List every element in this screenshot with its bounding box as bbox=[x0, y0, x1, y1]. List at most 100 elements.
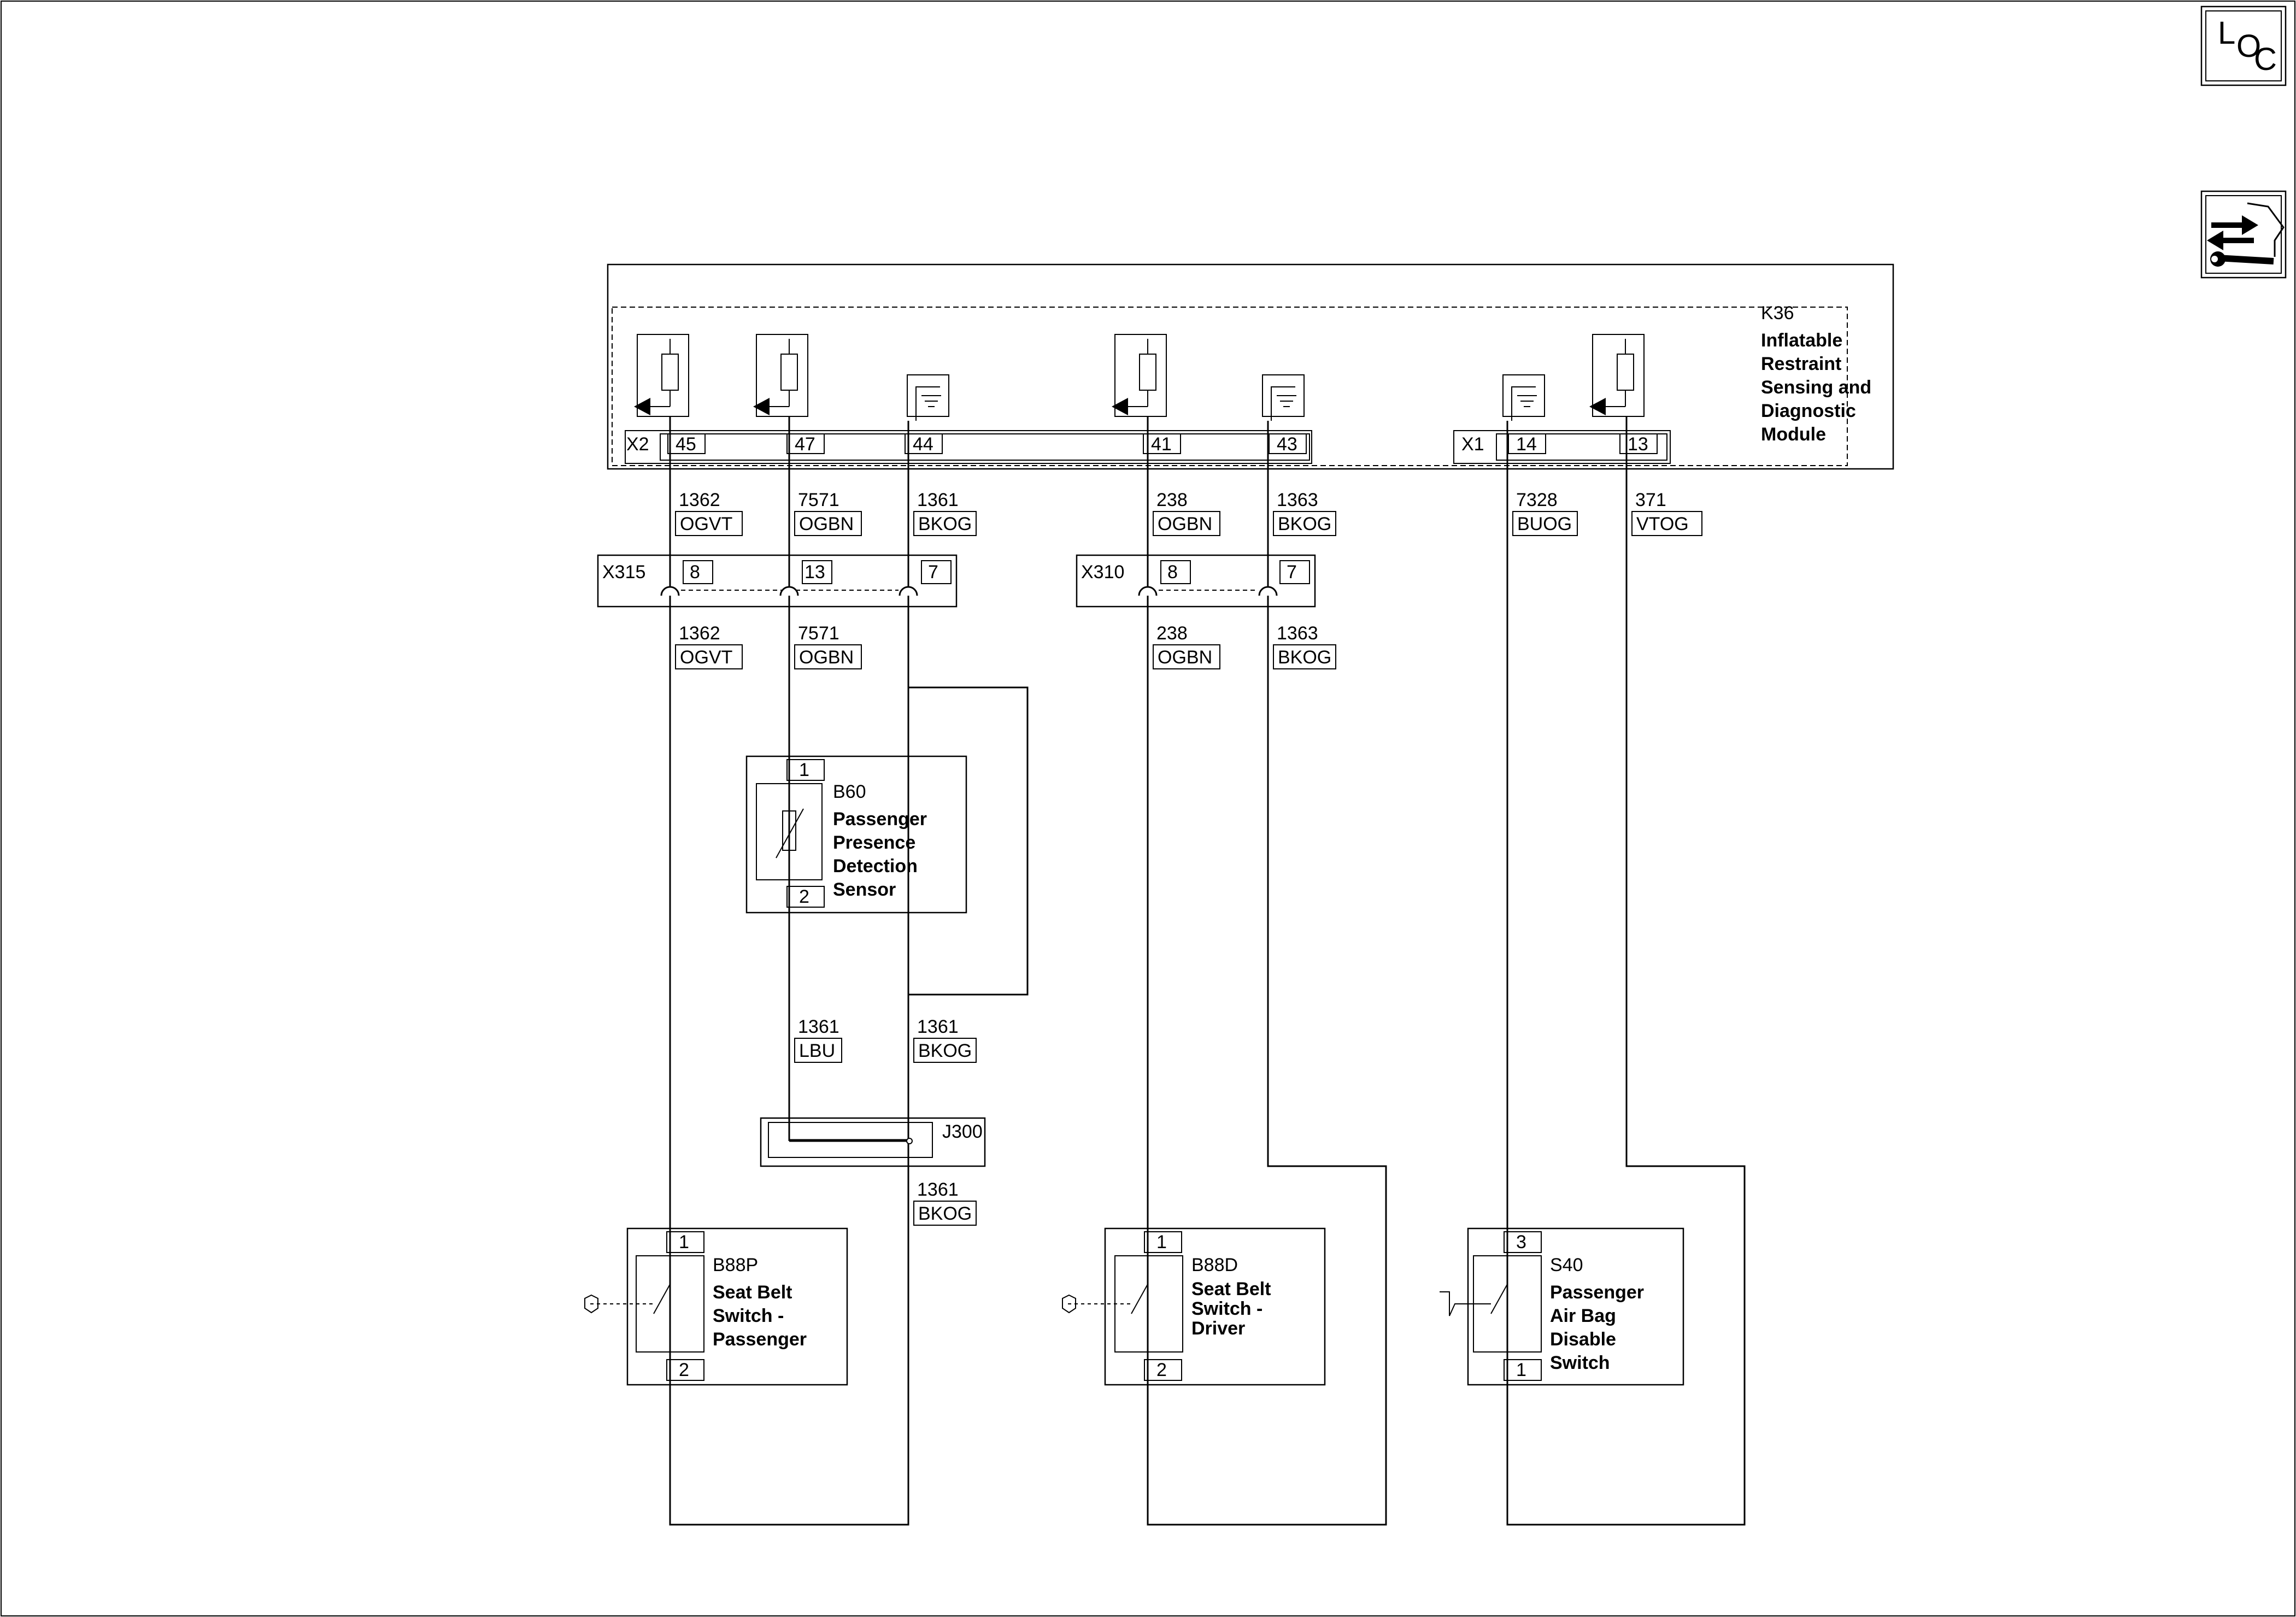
wire-label-color: BKOG bbox=[918, 1203, 972, 1224]
connector-x310-label: X310 bbox=[1081, 562, 1124, 583]
wire-label-color: OGBN bbox=[1158, 647, 1212, 668]
module-name-line-1: Inflatable bbox=[1761, 330, 1842, 351]
wire-label-color: BKOG bbox=[918, 1040, 972, 1061]
pin-47: 47 bbox=[795, 434, 815, 455]
wire-label-circuit: 1362 bbox=[679, 623, 720, 644]
internal-sensor-circuit bbox=[1112, 334, 1167, 417]
s40-name-line-2: Air Bag bbox=[1550, 1306, 1616, 1326]
connector-x1-label: X1 bbox=[1461, 434, 1484, 455]
component-s40: 3 1 S40 Passenger Air Bag Disable Switch bbox=[1440, 1227, 1684, 1386]
module-name-line-4: Diagnostic bbox=[1761, 401, 1856, 421]
b88p-name-line-2: Switch - bbox=[713, 1306, 784, 1326]
b60-pin-bottom: 2 bbox=[799, 886, 809, 907]
b88d-name-line-3: Driver bbox=[1191, 1318, 1245, 1339]
connector-x315: X315 8 13 7 bbox=[597, 554, 958, 608]
wire-label-circuit: 238 bbox=[1156, 623, 1188, 644]
loc-icon[interactable]: L O C bbox=[2200, 5, 2287, 86]
wire-label-color: BKOG bbox=[1278, 647, 1331, 668]
connector-x2: X2 45 47 44 41 43 bbox=[625, 430, 1312, 464]
b88d-name-line-1: Seat Belt bbox=[1191, 1279, 1271, 1300]
x315-pin-8: 8 bbox=[690, 562, 700, 583]
wire-label-circuit: 1361 bbox=[917, 1179, 959, 1200]
x315-pin-7: 7 bbox=[928, 562, 938, 583]
s40-name-line-4: Switch bbox=[1550, 1353, 1610, 1373]
b88d-id: B88D bbox=[1191, 1255, 1238, 1275]
module-name-line-3: Sensing and bbox=[1761, 377, 1871, 398]
internal-sensor-circuit bbox=[753, 334, 808, 417]
loc-letter-o: O bbox=[2236, 28, 2261, 64]
s40-name-line-3: Disable bbox=[1550, 1329, 1616, 1350]
x310-pin-8: 8 bbox=[1167, 562, 1178, 583]
loc-letter-l: L bbox=[2218, 15, 2235, 51]
internal-sensor-circuit bbox=[634, 334, 689, 417]
b60-id: B60 bbox=[833, 781, 866, 802]
module-inner-dashed-box bbox=[612, 307, 1848, 466]
wire-label-circuit: 1361 bbox=[798, 1016, 839, 1037]
b60-name-line-2: Presence bbox=[833, 832, 915, 853]
connector-x310: X310 8 7 bbox=[1076, 554, 1316, 608]
wire-label-after-splice: 1361 BKOG bbox=[913, 1179, 977, 1226]
pin-41: 41 bbox=[1151, 434, 1172, 455]
b88d-pin-bottom: 2 bbox=[1156, 1360, 1167, 1380]
component-b60: 1 2 B60 Passenger Presence Detection Sen… bbox=[745, 755, 967, 914]
module-outer-box bbox=[607, 263, 1894, 470]
b88p-pin-bottom: 2 bbox=[679, 1360, 689, 1380]
b88d-pin-top: 1 bbox=[1156, 1232, 1167, 1253]
wire-label-color: LBU bbox=[799, 1040, 835, 1061]
wire-label-color: BUOG bbox=[1517, 514, 1572, 534]
wire-label-circuit: 7571 bbox=[798, 490, 839, 510]
internal-ground bbox=[1502, 374, 1545, 421]
wire-label-circuit: 1362 bbox=[679, 490, 720, 510]
module-k36: K36 Inflatable Restraint Sensing and Dia… bbox=[607, 263, 1894, 470]
internal-ground bbox=[907, 374, 949, 421]
s40-pin-top: 3 bbox=[1516, 1232, 1526, 1253]
s40-name-line-1: Passenger bbox=[1550, 1282, 1644, 1303]
wire-labels-mid: 1362 OGVT 7571 OGBN 238 OGBN 1363 BKOG bbox=[675, 623, 1336, 669]
b88p-pin-top: 1 bbox=[679, 1232, 689, 1253]
connector-x2-label: X2 bbox=[626, 434, 649, 455]
wire-labels-low: 1361 LBU 1361 BKOG bbox=[794, 1016, 977, 1063]
b60-name-line-3: Detection bbox=[833, 856, 918, 877]
wire-7328-371-loop bbox=[1506, 416, 1746, 1526]
b60-name-line-1: Passenger bbox=[833, 809, 927, 830]
b88d-name-line-2: Switch - bbox=[1191, 1298, 1262, 1319]
component-b88d: 1 2 B88D Seat Belt Switch - Driver bbox=[1062, 1227, 1326, 1386]
wire-label-color: OGBN bbox=[799, 514, 854, 534]
connector-x1: X1 14 13 bbox=[1453, 430, 1671, 464]
pin-44: 44 bbox=[913, 434, 933, 455]
s40-pin-bottom: 1 bbox=[1516, 1360, 1526, 1380]
module-name-line-5: Module bbox=[1761, 424, 1826, 445]
pin-45: 45 bbox=[676, 434, 696, 455]
connector-x315-label: X315 bbox=[602, 562, 645, 583]
wire-label-circuit: 1363 bbox=[1277, 623, 1318, 644]
s40-id: S40 bbox=[1550, 1255, 1583, 1275]
service-arrows-wrench-icon[interactable] bbox=[2200, 190, 2287, 279]
pin-13: 13 bbox=[1628, 434, 1648, 455]
module-id: K36 bbox=[1761, 303, 1794, 324]
wire-labels-top: 1362 OGVT 7571 OGBN 1361 BKOG 238 OGBN 1… bbox=[675, 490, 1702, 536]
wire-label-circuit: 371 bbox=[1635, 490, 1666, 510]
x315-pin-13: 13 bbox=[805, 562, 825, 583]
wire-label-color: OGVT bbox=[680, 514, 732, 534]
wire-label-circuit: 1363 bbox=[1277, 490, 1318, 510]
wire-label-color: OGVT bbox=[680, 647, 732, 668]
b88p-id: B88P bbox=[713, 1255, 758, 1275]
wire-label-circuit: 7328 bbox=[1516, 490, 1558, 510]
wire-label-circuit: 1361 bbox=[917, 1016, 959, 1037]
b88p-name-line-1: Seat Belt bbox=[713, 1282, 792, 1303]
wire-label-color: VTOG bbox=[1636, 514, 1689, 534]
wire-label-color: OGBN bbox=[1158, 514, 1212, 534]
b88p-name-line-3: Passenger bbox=[713, 1329, 807, 1350]
b60-name-line-4: Sensor bbox=[833, 879, 896, 900]
component-b88p: 1 2 B88P Seat Belt Switch - Passenger bbox=[584, 1227, 848, 1386]
internal-ground bbox=[1262, 374, 1305, 421]
wire-1361-ground bbox=[907, 421, 1029, 1140]
pin-14: 14 bbox=[1516, 434, 1537, 455]
splice-j300: J300 bbox=[760, 1112, 986, 1167]
wire-label-color: BKOG bbox=[1278, 514, 1331, 534]
wire-label-circuit: 1361 bbox=[917, 490, 959, 510]
b60-pin-top: 1 bbox=[799, 760, 809, 780]
module-name-line-2: Restraint bbox=[1761, 354, 1841, 374]
